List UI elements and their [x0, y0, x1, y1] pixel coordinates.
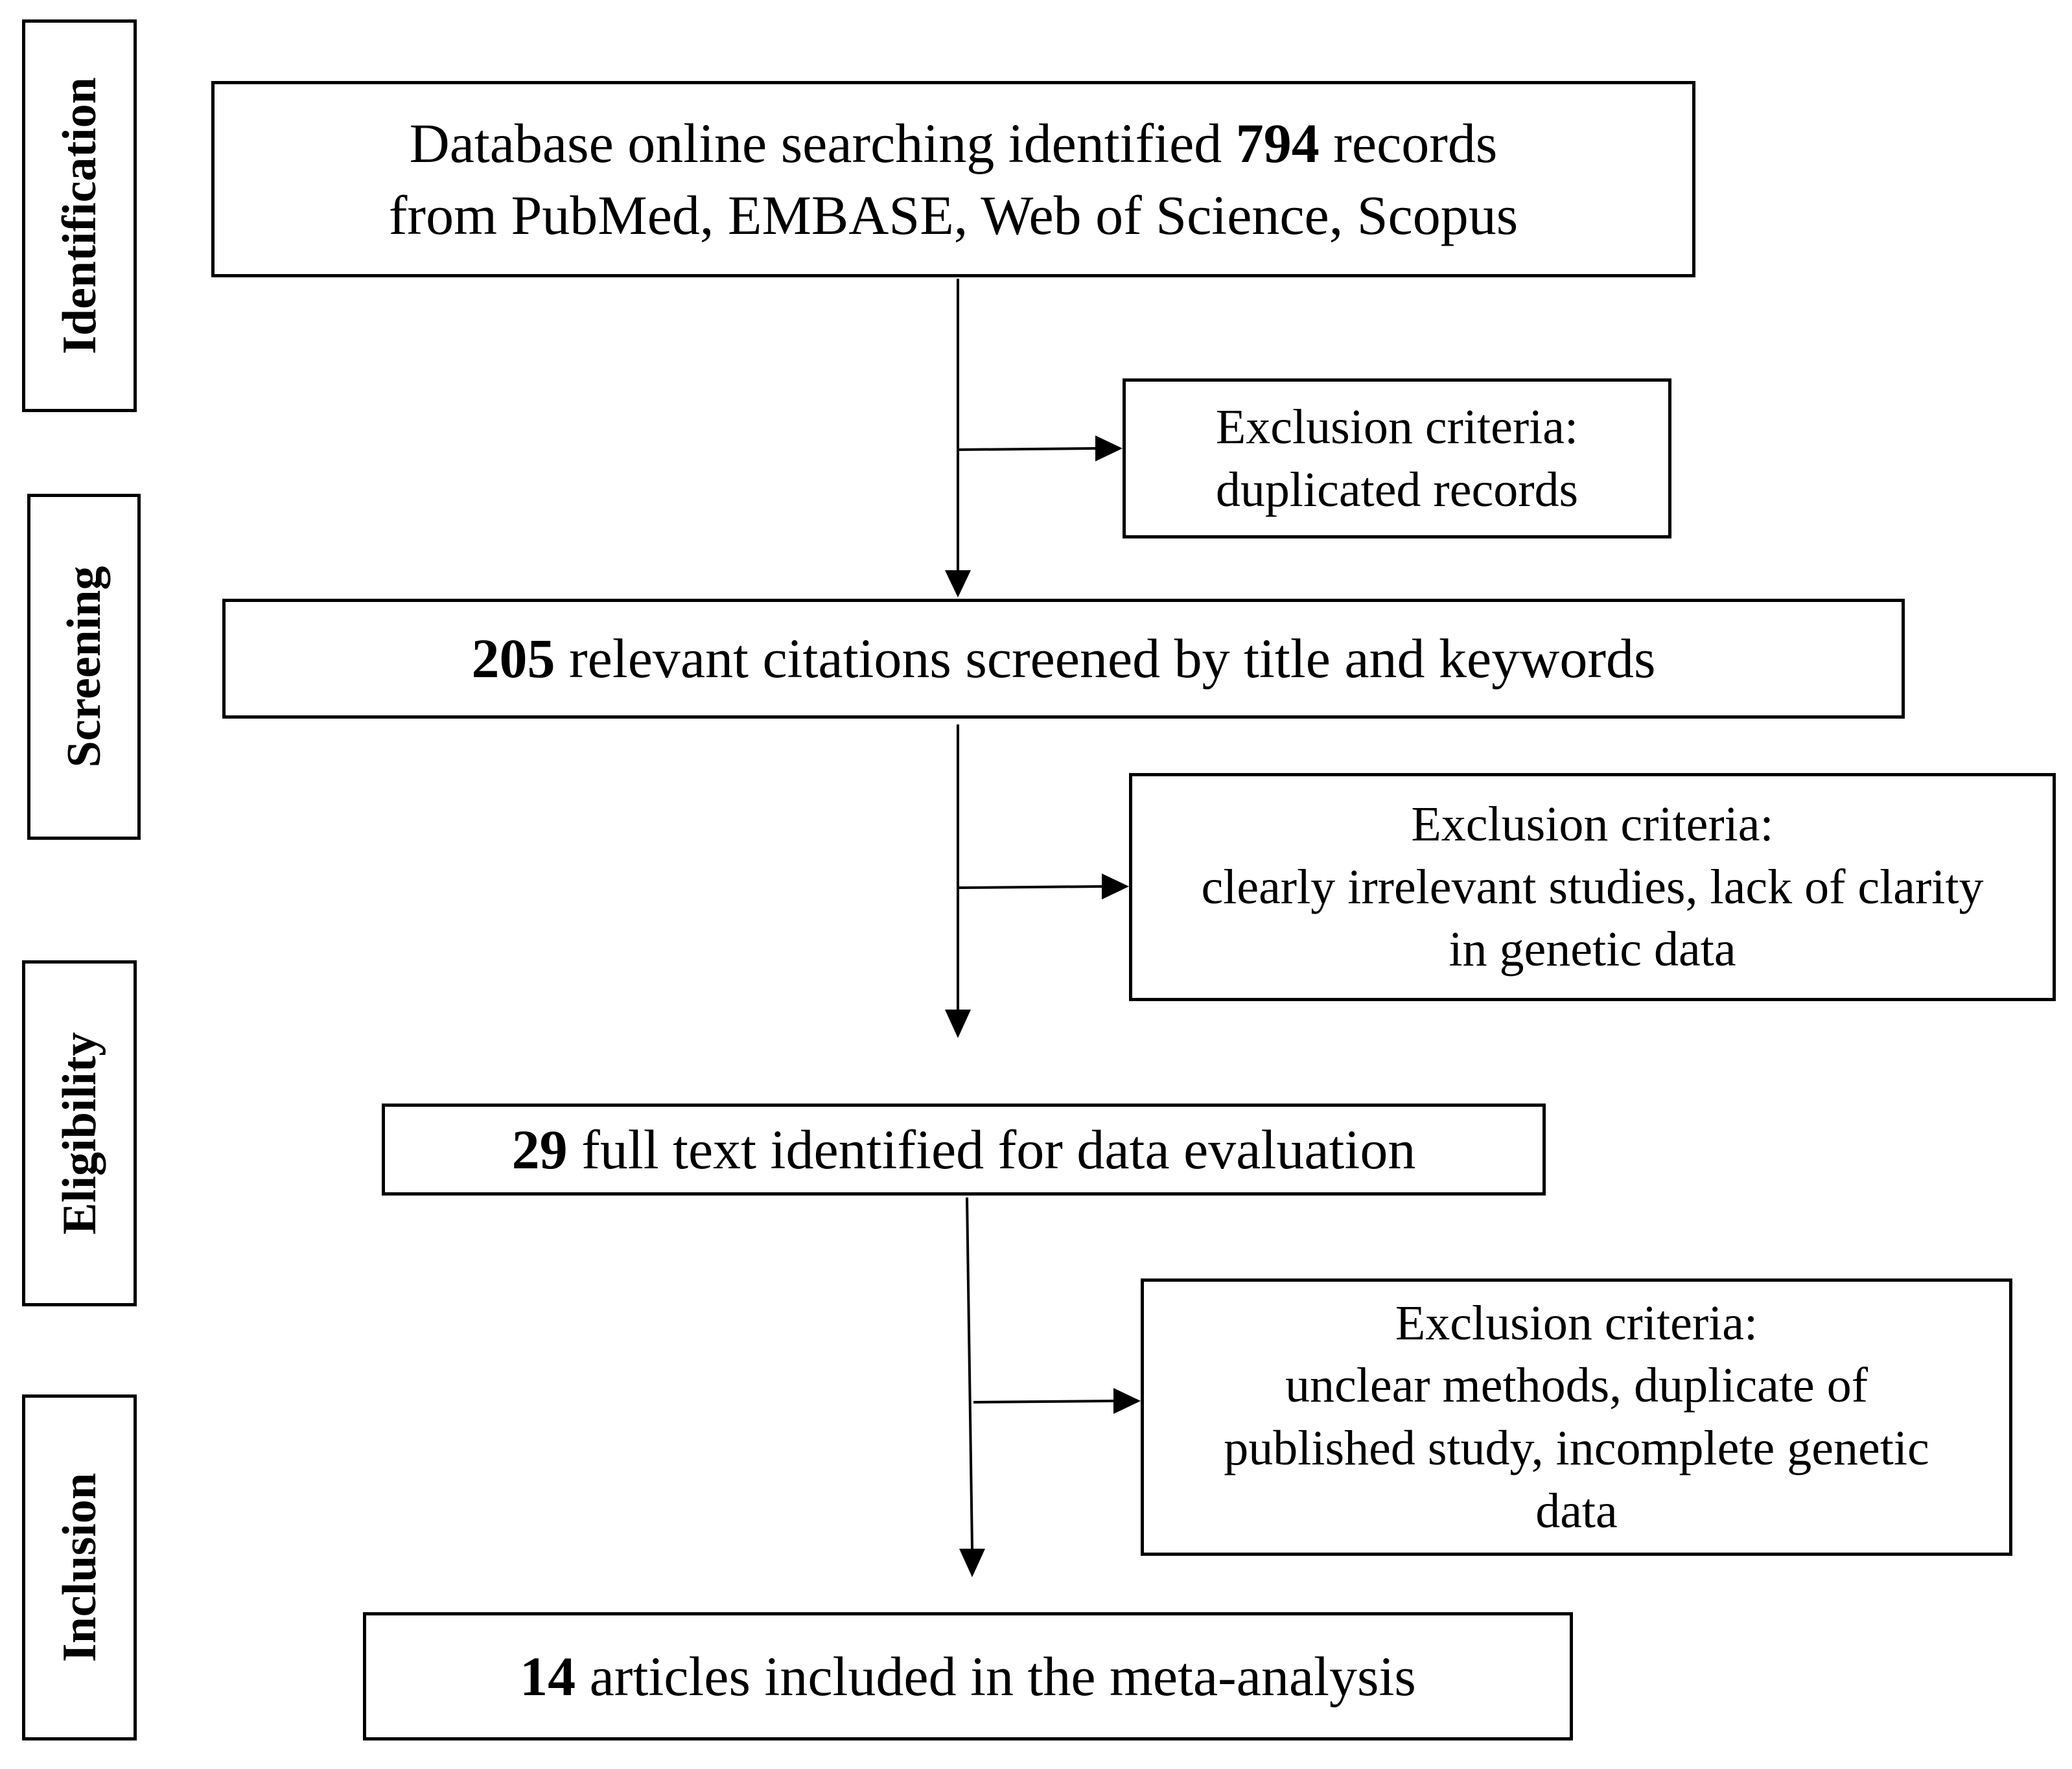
exclusion-heading: Exclusion criteria:: [1215, 399, 1579, 454]
screening-box: 205 relevant citations screened by title…: [222, 599, 1905, 719]
exclusion-box-screening: Exclusion criteria: clearly irrelevant s…: [1129, 773, 2056, 1001]
arrowhead-right: [1095, 435, 1123, 461]
included-count: 14: [520, 1645, 576, 1707]
identification-line-2: from PubMed, EMBASE, Web of Science, Sco…: [388, 183, 1519, 246]
exclusion-text-screening: Exclusion criteria: clearly irrelevant s…: [1201, 793, 1983, 981]
screening-text: 205 relevant citations screened by title…: [471, 627, 1656, 690]
exclusion-box-eligibility: Exclusion criteria: unclear methods, dup…: [1141, 1278, 2012, 1556]
inclusion-text: 14 articles included in the meta-analysi…: [520, 1645, 1416, 1707]
arrowhead-right: [1113, 1388, 1141, 1414]
exclusion-line: duplicated records: [1215, 462, 1579, 517]
exclusion-text-duplicates: Exclusion criteria: duplicated records: [1216, 396, 1578, 521]
exclusion-line: unclear methods, duplicate of: [1285, 1358, 1868, 1413]
arrowhead-down: [945, 1010, 971, 1038]
eligibility-box: 29 full text identified for data evaluat…: [382, 1104, 1546, 1196]
identification-line-1: Database online searching identified 794…: [409, 112, 1498, 175]
exclusion-line: published study, incomplete genetic: [1224, 1421, 1929, 1475]
exclusion-box-duplicates: Exclusion criteria: duplicated records: [1123, 378, 1671, 538]
exclusion-heading: Exclusion criteria:: [1411, 797, 1774, 852]
exclusion-line: data: [1535, 1483, 1618, 1538]
arrow-eligibility-to-inclusion: [966, 1197, 973, 1549]
exclusion-line: clearly irrelevant studies, lack of clar…: [1201, 859, 1984, 914]
exclusion-line: in genetic data: [1449, 922, 1736, 977]
identification-text: Database online searching identified 794…: [389, 108, 1518, 250]
inclusion-box: 14 articles included in the meta-analysi…: [363, 1612, 1573, 1740]
identification-box: Database online searching identified 794…: [211, 81, 1695, 277]
stage-identification: Identification: [22, 19, 137, 412]
arrow-to-eligibility-exclusion: [973, 1400, 1114, 1404]
arrowhead-down: [959, 1549, 985, 1577]
fulltext-count: 29: [511, 1118, 568, 1181]
stage-inclusion: Inclusion: [22, 1394, 137, 1740]
exclusion-text-eligibility: Exclusion criteria: unclear methods, dup…: [1224, 1292, 1929, 1542]
eligibility-text: 29 full text identified for data evaluat…: [511, 1118, 1416, 1181]
stage-eligibility: Eligibility: [22, 960, 137, 1306]
arrow-to-duplicates-exclusion: [957, 447, 1096, 451]
arrowhead-right: [1102, 873, 1129, 899]
arrow-to-screening-exclusion: [957, 885, 1102, 889]
stage-screening: Screening: [27, 494, 141, 840]
citations-count: 205: [471, 627, 555, 690]
exclusion-heading: Exclusion criteria:: [1395, 1295, 1758, 1350]
arrowhead-down: [945, 570, 971, 597]
records-count: 794: [1235, 112, 1320, 175]
